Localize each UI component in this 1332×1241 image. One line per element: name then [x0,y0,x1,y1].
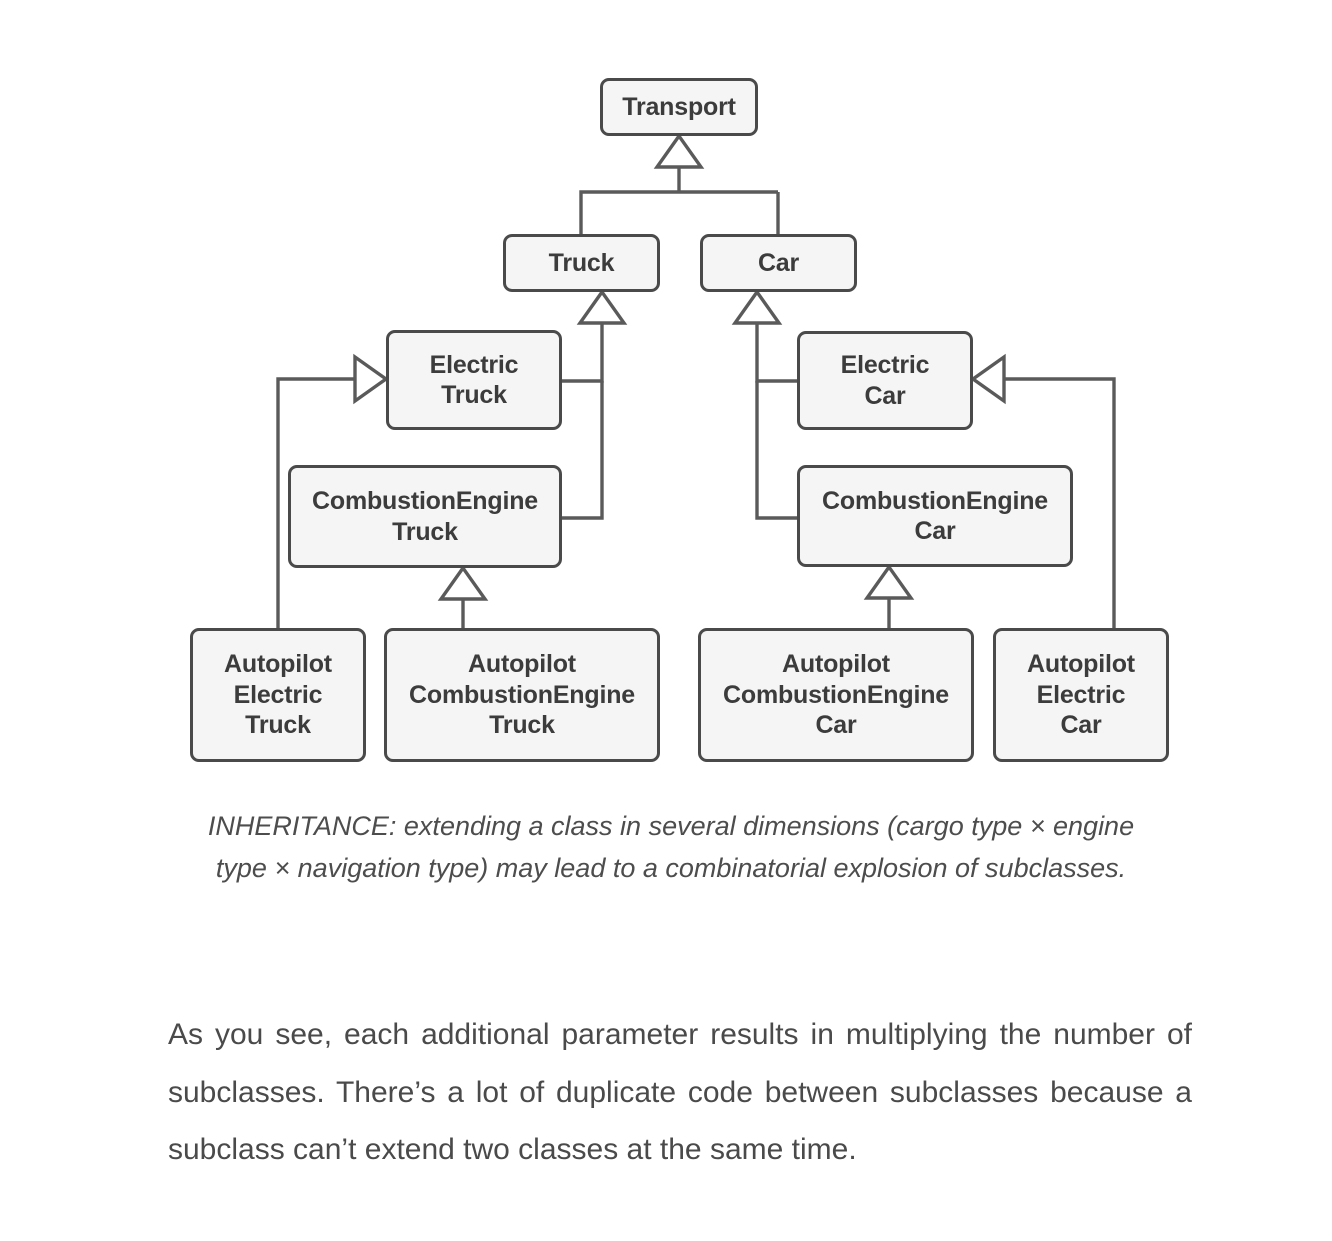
class-box-combustion-engine-car[interactable]: CombustionEngine Car [797,465,1073,567]
class-box-autopilot-electric-truck[interactable]: Autopilot Electric Truck [190,628,366,762]
edge-truck-to-transport [579,133,778,234]
class-box-autopilot-electric-car[interactable]: Autopilot Electric Car [993,628,1169,762]
class-box-autopilot-combustion-engine-truck[interactable]: Autopilot CombustionEngine Truck [384,628,660,762]
class-box-truck[interactable]: Truck [503,234,660,292]
class-box-electric-truck[interactable]: Electric Truck [386,330,562,430]
class-label: Autopilot Electric Car [1027,650,1135,740]
class-box-transport[interactable]: Transport [600,78,758,136]
class-box-autopilot-combustion-engine-car[interactable]: Autopilot CombustionEngine Car [698,628,974,762]
edge-combustion-engine-truck-to-truck [562,381,604,520]
class-label: Car [757,248,800,277]
class-label: Autopilot CombustionEngine Truck [409,650,635,740]
edge-electric-truck-to-truck [562,289,628,383]
edge-combustion-engine-car-to-car [755,381,797,520]
class-box-combustion-engine-truck[interactable]: CombustionEngine Truck [288,465,562,568]
edge-autopilot-combustion-engine-car-to-combustion-engine-car [863,564,915,628]
class-label: Transport [622,92,736,121]
class-box-electric-car[interactable]: Electric Car [797,331,973,430]
class-label: Electric Truck [429,350,519,410]
class-label: Autopilot CombustionEngine Car [723,650,949,740]
class-label: Truck [548,248,615,277]
class-label: Autopilot Electric Truck [224,650,332,740]
class-label: CombustionEngine Truck [312,487,538,546]
edge-autopilot-combustion-engine-truck-to-combustion-engine-truck [437,565,489,628]
class-box-car[interactable]: Car [700,234,857,292]
class-label: CombustionEngine Car [822,486,1048,546]
edge-autopilot-electric-truck-to-electric-truck [276,353,389,628]
edge-autopilot-electric-car-to-electric-car [970,353,1116,628]
uml-class-diagram: .conn { stroke:#5a5a5a; stroke-width:3.4… [190,78,1169,762]
figure-caption: INHERITANCE: extending a class in severa… [207,811,1135,883]
class-label: Electric Car [840,351,930,410]
diagram-connectors: .conn { stroke:#5a5a5a; stroke-width:3.4… [276,133,1116,628]
edge-electric-car-to-car [731,289,797,383]
body-paragraph: As you see, each additional parameter re… [168,1018,1192,1167]
